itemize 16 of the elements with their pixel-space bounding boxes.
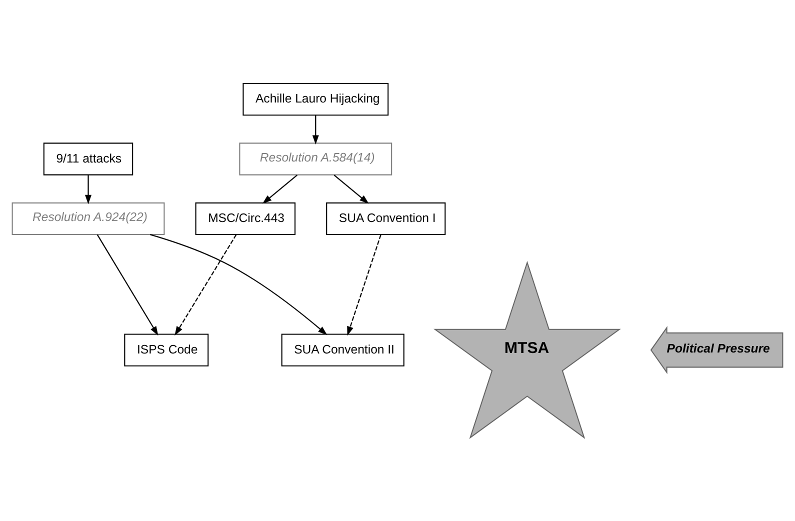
arrow xyxy=(262,174,298,204)
arrow xyxy=(347,234,382,336)
arrow xyxy=(174,234,237,336)
arrow xyxy=(96,234,158,336)
node-box: Resolution A.924(22) xyxy=(12,202,165,236)
node-box: Resolution A.584(14) xyxy=(239,142,392,176)
node-box: Achille Lauro Hijacking xyxy=(242,82,389,116)
node-box: MSC/Circ.443 xyxy=(195,202,296,236)
node-box: SUA Convention II xyxy=(281,334,404,366)
arrow xyxy=(84,175,92,204)
node-box: SUA Convention I xyxy=(326,202,446,236)
arrow xyxy=(150,234,328,336)
arrow xyxy=(334,174,369,204)
node-box: ISPS Code xyxy=(124,334,209,366)
arrow xyxy=(312,115,319,145)
node-box: 9/11 attacks xyxy=(43,142,134,176)
